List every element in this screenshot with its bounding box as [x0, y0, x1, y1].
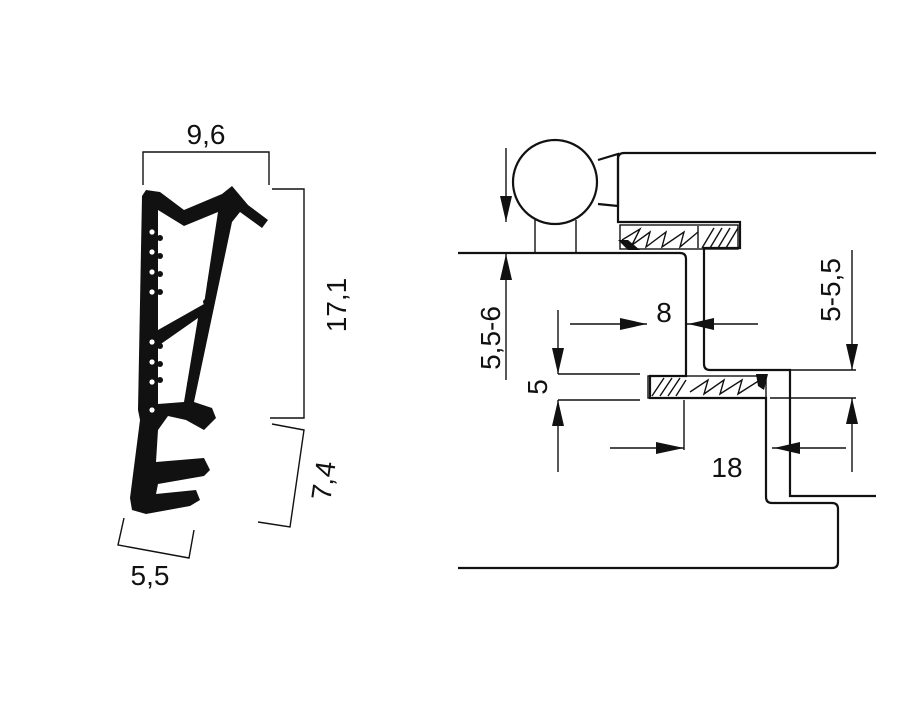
dim-label-lower-height: 7,4 — [306, 459, 342, 502]
dim-label-width-lower: 18 — [711, 452, 742, 483]
arrow-width-lower-left — [656, 442, 684, 454]
dim-label-gap-center: 8 — [656, 297, 672, 328]
arrow-gap-center-right — [688, 318, 714, 330]
hinge-neck — [597, 152, 620, 208]
hinge-knob — [511, 138, 599, 226]
seal-profile: 9,6 17,1 7,4 5,5 — [117, 119, 352, 591]
profile-ribs-outer — [157, 235, 223, 387]
profile-cavity-upper — [158, 210, 218, 330]
arrow-gap-left-bottom — [500, 254, 512, 280]
dim-label-gap-left: 5,5-6 — [475, 306, 506, 370]
dim-line-width-bottom — [117, 517, 195, 559]
dim-label-gap-right: 5-5,5 — [815, 258, 846, 322]
profile-cavity-lower — [158, 318, 198, 404]
lower-seal — [647, 374, 768, 399]
arrow-gap-right-bottom — [846, 398, 858, 424]
dim-label-height: 17,1 — [321, 278, 352, 333]
installation-section: 5,5-6 8 5 18 5-5,5 — [458, 138, 876, 570]
dim-line-height — [270, 188, 305, 419]
profile-ribs — [149, 229, 155, 413]
dim-line-width-top — [142, 151, 270, 185]
arrow-gap-lower-bottom — [552, 400, 564, 426]
door-sash — [458, 251, 840, 570]
dim-label-width-top: 9,6 — [187, 119, 226, 150]
arrow-gap-right-top — [846, 344, 858, 370]
upper-seal — [618, 224, 739, 250]
arrow-gap-lower-top — [552, 348, 564, 374]
arrow-gap-center-left — [620, 318, 647, 330]
arrow-width-lower-right — [774, 442, 800, 454]
dim-line-lower-height — [257, 423, 305, 528]
dim-label-width-bottom: 5,5 — [131, 560, 170, 591]
frame-upper — [616, 151, 876, 498]
arrow-gap-left-top — [500, 196, 512, 222]
dim-label-gap-lower: 5 — [522, 379, 553, 395]
